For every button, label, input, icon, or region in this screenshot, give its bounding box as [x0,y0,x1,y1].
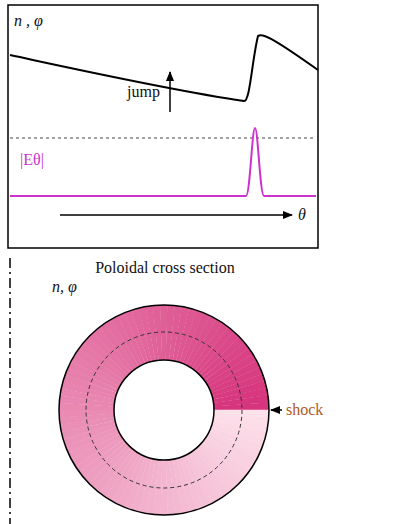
shock-label: shock [286,401,323,419]
density-curve [10,35,318,101]
jump-arrow [169,72,171,112]
annulus [59,305,269,515]
theta-axis [60,214,292,216]
outer-wall [59,305,269,515]
symmetry-axis [9,258,11,524]
shock-arrow [271,409,282,411]
section-title: Poloidal cross section [95,259,235,277]
inner-wall [114,360,214,460]
jump-label: jump [127,83,160,101]
axis-label: n , φ [14,12,43,30]
field-spike [10,128,316,196]
field-label: |Eθ| [20,151,44,169]
plot-frame [8,5,318,248]
separator [10,138,316,139]
axis-label: n, φ [52,278,77,296]
theta-label: θ [298,206,306,224]
flux-surface [86,332,242,488]
